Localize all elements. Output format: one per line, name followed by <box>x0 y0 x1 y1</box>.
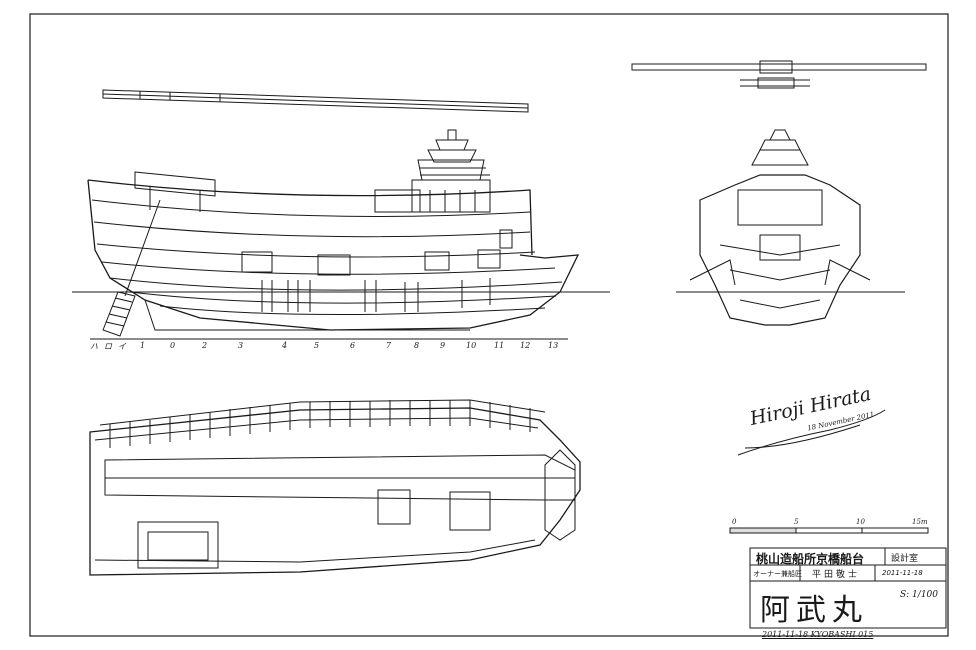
scale-bar-label: 0 <box>732 518 737 526</box>
station-label: 3 <box>238 341 244 350</box>
station-label: 8 <box>414 341 420 350</box>
castle-tower-side <box>374 129 491 213</box>
mast-drawing <box>102 89 529 113</box>
title-designer: 平田敬士 <box>812 570 861 580</box>
title-ship-name: 阿武丸 <box>760 593 868 628</box>
front-top-strip <box>631 60 927 89</box>
signature-mark <box>737 409 886 456</box>
plan-view <box>89 399 581 576</box>
sheet-border <box>29 13 949 637</box>
scale-bar <box>729 527 929 534</box>
scale-bar-label: 5 <box>794 518 799 526</box>
deck-railing <box>99 399 546 448</box>
front-view <box>631 60 927 326</box>
station-label: 11 <box>494 341 505 350</box>
station-label: 7 <box>386 341 392 350</box>
station-label: 2 <box>202 341 208 350</box>
boarding-ladder <box>102 199 161 337</box>
title-footer: 2011-11-18 KYOBASHI 015 <box>762 630 874 639</box>
station-label: 4 <box>282 341 288 350</box>
station-label: イ <box>118 342 126 351</box>
title-role: オーナー兼船匠 <box>753 570 802 578</box>
station-label: 0 <box>170 341 176 350</box>
hull-side <box>87 179 580 331</box>
station-label: 10 <box>466 341 477 350</box>
station-label: 6 <box>350 341 356 350</box>
station-label: 1 <box>140 341 146 350</box>
station-label: 5 <box>314 341 320 350</box>
title-date: 2011-11-18 <box>882 569 923 577</box>
title-department: 設計室 <box>891 554 919 564</box>
hull-ports <box>241 229 513 312</box>
title-company: 桃山造船所京橋船台 <box>756 552 865 566</box>
stern-structure <box>134 171 216 212</box>
station-label: 13 <box>548 341 559 350</box>
plan-hatch <box>137 521 219 569</box>
title-scale: S: 1/100 <box>900 590 938 600</box>
side-elevation-view <box>72 89 610 340</box>
title-block <box>749 547 947 629</box>
station-label: ハ <box>90 342 98 351</box>
station-label: ロ <box>104 342 112 351</box>
scale-bar-label: 15m <box>912 518 928 526</box>
station-label: 12 <box>520 341 531 350</box>
station-label: 9 <box>440 341 446 350</box>
scale-bar-label: 10 <box>856 518 865 526</box>
